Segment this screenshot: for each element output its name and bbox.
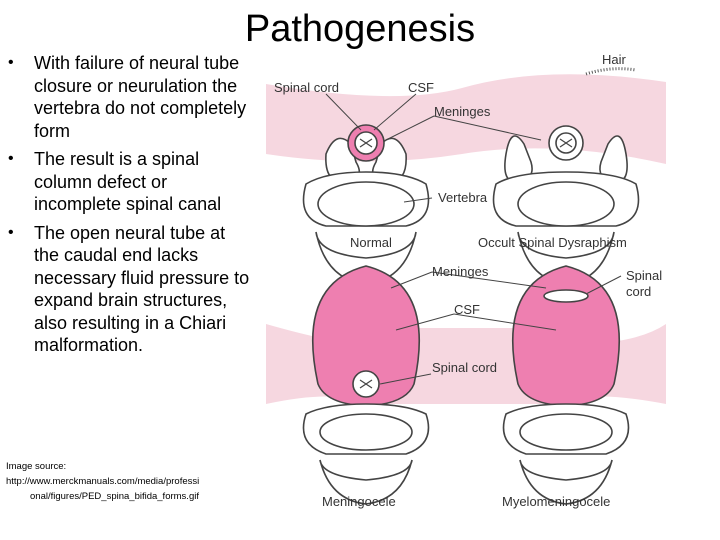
bullet-item: • With failure of neural tube closure or …: [8, 52, 252, 142]
vertebra-meningocele: [302, 370, 430, 505]
spina-bifida-illustration: Spinal cord CSF Hair Meninges Vertebra N…: [266, 52, 666, 509]
bullet-item: • The result is a spinal column defect or…: [8, 148, 252, 216]
label-spinal-mid-2: cord: [626, 284, 651, 299]
spina-bifida-figure: Spinal cord CSF Hair Meninges Vertebra N…: [256, 44, 672, 514]
label-spinal-cord-top: Spinal cord: [274, 80, 339, 95]
label-meningocele: Meningocele: [322, 494, 396, 509]
vertebra-occult: [492, 125, 640, 285]
slide-title: Pathogenesis: [244, 8, 476, 50]
label-csf-mid: CSF: [454, 302, 480, 317]
leader-lines: [325, 93, 622, 385]
label-hair: Hair: [602, 52, 627, 67]
label-csf-top: CSF: [408, 80, 434, 95]
vertebra-normal: [302, 124, 430, 285]
bullet-dot-icon: •: [8, 223, 14, 241]
label-occult: Occult Spinal Dysraphism: [478, 235, 627, 250]
bullet-text: With failure of neural tube closure or n…: [34, 53, 247, 141]
bullet-item: • The open neural tube at the caudal end …: [8, 222, 252, 357]
hair-tuft: [585, 67, 637, 76]
bullet-dot-icon: •: [8, 54, 14, 71]
bullet-text: The result is a spinal column defect or …: [34, 149, 222, 214]
source-url-line1[interactable]: http://www.merckmanuals.com/media/profes…: [6, 476, 200, 487]
label-meninges-mid: Meninges: [432, 264, 489, 279]
label-meninges-top: Meninges: [434, 104, 491, 119]
bullet-list: • With failure of neural tube closure or …: [8, 52, 252, 363]
vertebra-myelomeningocele: [502, 403, 630, 505]
source-url-line2[interactable]: onal/figures/PED_spina_bifida_forms.gif: [30, 491, 199, 502]
label-normal: Normal: [350, 235, 392, 250]
image-source-note: Image source: http://www.merckmanuals.co…: [6, 459, 252, 504]
label-spinal-cord-low: Spinal cord: [432, 360, 497, 375]
label-spinal-mid-1: Spinal: [626, 268, 662, 283]
source-label: Image source:: [6, 461, 67, 472]
bullet-dot-icon: •: [8, 150, 14, 167]
label-vertebra: Vertebra: [438, 190, 488, 205]
bullet-text: The open neural tube at the caudal end l…: [34, 222, 250, 356]
label-myelomeningocele: Myelomeningocele: [502, 494, 610, 509]
myelomeningocele-sac: [511, 265, 621, 407]
